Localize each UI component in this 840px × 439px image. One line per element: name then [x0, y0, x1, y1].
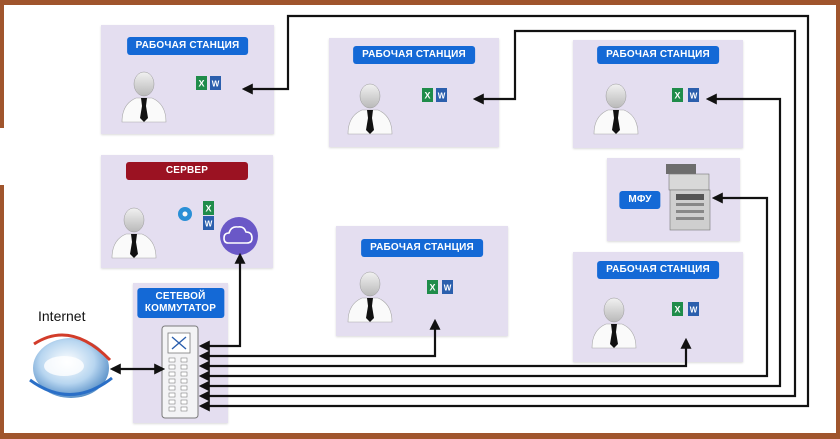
excel-icon — [672, 302, 683, 316]
excel-icon — [672, 88, 683, 102]
printer-icon — [666, 164, 711, 231]
word-icon — [442, 280, 453, 294]
word-icon — [436, 88, 447, 102]
network-switch-icon — [161, 325, 199, 419]
connection-lines — [109, 14, 810, 412]
server-illustration — [111, 201, 258, 259]
user-icon — [347, 83, 393, 135]
workstation-label: РАБОЧАЯ СТАНЦИЯ — [126, 37, 249, 55]
frame-border-top — [0, 0, 840, 5]
connection-ws4-switch — [198, 318, 441, 362]
workstation-1-illustration — [121, 71, 221, 123]
user-icon — [593, 83, 639, 135]
connection-server-switch — [198, 252, 246, 352]
excel-icon — [422, 88, 433, 102]
workstation-2-illustration — [347, 83, 447, 135]
user-icon — [111, 207, 157, 259]
workstation-5-illustration — [591, 297, 699, 349]
connection-ws2-switch — [198, 29, 797, 402]
user-icon — [347, 271, 393, 323]
word-icon — [688, 302, 699, 316]
connection-ws3-switch — [198, 93, 782, 392]
frame-border-bottom — [0, 433, 840, 439]
workstation-3-illustration — [593, 83, 699, 135]
workstation-label: РАБОЧАЯ СТАНЦИЯ — [597, 46, 719, 64]
word-icon — [203, 216, 214, 230]
user-icon — [591, 297, 637, 349]
word-icon — [688, 88, 699, 102]
cloud-icon — [220, 217, 258, 255]
frame-border-left — [0, 0, 4, 128]
connection-ws1-switch — [198, 14, 810, 412]
globe-icon — [29, 333, 113, 398]
workstation-label: РАБОЧАЯ СТАНЦИЯ — [353, 46, 475, 64]
excel-icon — [196, 76, 207, 90]
frame-border-left — [0, 185, 4, 439]
workstation-4-illustration — [347, 271, 453, 323]
switch-label-line1: СЕТЕВОЙ — [155, 291, 206, 302]
gear-icon — [178, 207, 192, 221]
switch-label-line2: КОММУТАТОР — [144, 303, 217, 314]
excel-icon — [427, 280, 438, 294]
excel-icon — [203, 201, 214, 215]
internet-label: Internet — [38, 308, 86, 324]
word-icon — [210, 76, 221, 90]
user-icon — [121, 71, 167, 123]
frame-border-right — [836, 0, 840, 439]
